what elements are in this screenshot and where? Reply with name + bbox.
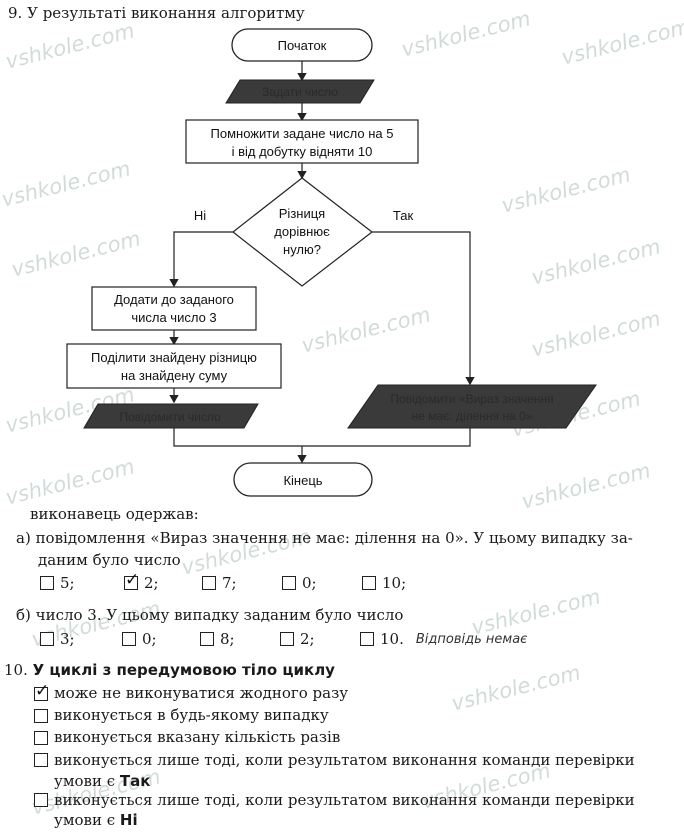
decision-label-line3: нулю?	[283, 242, 321, 257]
checkbox[interactable]	[360, 632, 374, 646]
watermark-text: vshkole.com	[449, 660, 583, 716]
option-b-3[interactable]: 8;	[200, 630, 256, 648]
performer-text: виконавець одержав:	[30, 505, 199, 523]
multiply-process	[185, 119, 419, 164]
start-terminal	[231, 28, 373, 62]
question-9-title: 9. У результаті виконання алгоритму	[8, 4, 305, 22]
part-a-line2: даним було число	[38, 551, 181, 569]
question-10-number: 10.	[4, 661, 28, 679]
checkbox[interactable]	[122, 632, 136, 646]
option-label: 0;	[142, 630, 157, 648]
option-b-1[interactable]: 3;	[40, 630, 98, 648]
part-b-options: 3; 0; 8; 2; 10. Відповідь немає	[40, 630, 527, 648]
add-label-line1: Додати до заданого	[114, 292, 234, 307]
start-label: Початок	[278, 38, 327, 53]
checkbox[interactable]	[34, 753, 48, 767]
output-right-label-line2: не має: ділення на 0»	[412, 409, 533, 423]
option-b-2[interactable]: 0;	[122, 630, 176, 648]
output-right-parallelogram	[347, 384, 597, 429]
q10-item-bold: Ні	[119, 811, 138, 829]
multiply-label-line1: Помножити задане число на 5	[211, 126, 394, 141]
option-a-2[interactable]: 2;	[124, 570, 178, 592]
part-a-options: 5; 2; 7; 0; 10;	[40, 570, 430, 592]
option-b-4[interactable]: 2;	[280, 630, 336, 648]
q10-item-5[interactable]: виконується лише тоді, коли результатом …	[34, 790, 635, 830]
checkbox[interactable]	[40, 632, 54, 646]
input-label: Задати число	[262, 85, 338, 99]
q10-item-text: виконується лише тоді, коли результатом …	[54, 750, 635, 792]
end-terminal	[233, 462, 373, 497]
output-right-label-line1: Повідомити «Вираз значення	[390, 392, 553, 406]
question-10-title: 10. У циклі з передумовою тіло циклу	[4, 661, 335, 679]
q10-item-bold: Так	[119, 772, 151, 790]
divide-label-line1: Поділити знайдену різницю	[91, 350, 257, 365]
output-left-label: Повідомити число	[119, 410, 221, 424]
option-a-5[interactable]: 10;	[362, 574, 406, 592]
q10-item-3[interactable]: виконується вказану кількість разів	[34, 728, 340, 746]
add-label-line2: числа число 3	[131, 310, 216, 325]
q10-item-text: може не виконуватися жодного разу	[54, 684, 349, 702]
divide-label-line2: на знайдену суму	[121, 368, 228, 383]
option-b-5[interactable]: 10.	[360, 630, 404, 648]
option-a-4[interactable]: 0;	[282, 574, 338, 592]
checkbox[interactable]	[280, 632, 294, 646]
checkbox[interactable]	[40, 576, 54, 590]
multiply-label-line2: і від добутку відняти 10	[232, 144, 373, 159]
option-label: 7;	[222, 574, 237, 592]
checkbox[interactable]	[362, 576, 376, 590]
option-a-1[interactable]: 5;	[40, 574, 100, 592]
decision-label-line2: дорівнює	[274, 224, 330, 239]
output-left-parallelogram	[83, 403, 259, 429]
q10-item-text: виконується лише тоді, коли результатом …	[54, 790, 635, 830]
q10-item-text-line2: умови є	[54, 772, 116, 790]
checkbox[interactable]	[34, 731, 48, 745]
option-label: 2;	[300, 630, 315, 648]
q10-item-text: виконується в будь-якому випадку	[54, 706, 329, 724]
add-process	[91, 286, 257, 331]
q10-item-text-line1: виконується лише тоді, коли результатом …	[54, 751, 635, 769]
input-parallelogram	[225, 79, 375, 104]
option-label: 10;	[382, 574, 407, 592]
checkbox[interactable]	[200, 632, 214, 646]
divide-process	[66, 343, 282, 389]
q10-item-text-line1: виконується лише тоді, коли результатом …	[54, 791, 635, 809]
option-a-3[interactable]: 7;	[202, 574, 258, 592]
part-b-line1: б) число 3. У цьому випадку заданим було…	[16, 606, 404, 624]
checkbox[interactable]	[34, 709, 48, 723]
question-10-text: У циклі з передумовою тіло циклу	[32, 661, 335, 679]
decision-diamond	[232, 177, 373, 287]
checkbox[interactable]	[34, 681, 49, 701]
end-label: Кінець	[283, 473, 322, 488]
q10-item-text-line2: умови є	[54, 811, 116, 829]
handwritten-answer: Відповідь немає	[415, 631, 528, 647]
option-label: 2;	[144, 574, 159, 592]
option-label: 3;	[60, 630, 75, 648]
option-label: 10.	[380, 630, 404, 648]
flowchart: Початок Задати число Помножити задане чи…	[66, 28, 597, 497]
option-label: 8;	[220, 630, 235, 648]
checkbox[interactable]	[124, 570, 139, 590]
no-branch-label: Ні	[194, 208, 206, 223]
option-label: 5;	[60, 574, 75, 592]
part-a-line1: а) повідомлення «Вираз значення не має: …	[16, 529, 633, 547]
q10-item-1[interactable]: може не виконуватися жодного разу	[34, 681, 349, 702]
option-label: 0;	[302, 574, 317, 592]
q10-item-2[interactable]: виконується в будь-якому випадку	[34, 706, 329, 724]
decision-label-line1: Різниця	[279, 206, 325, 221]
checkbox[interactable]	[34, 793, 48, 807]
q10-item-text: виконується вказану кількість разів	[54, 728, 341, 746]
checkbox[interactable]	[282, 576, 296, 590]
yes-branch-label: Так	[393, 208, 414, 223]
flow-connectors	[169, 61, 475, 464]
q10-item-4[interactable]: виконується лише тоді, коли результатом …	[34, 750, 635, 792]
checkbox[interactable]	[202, 576, 216, 590]
